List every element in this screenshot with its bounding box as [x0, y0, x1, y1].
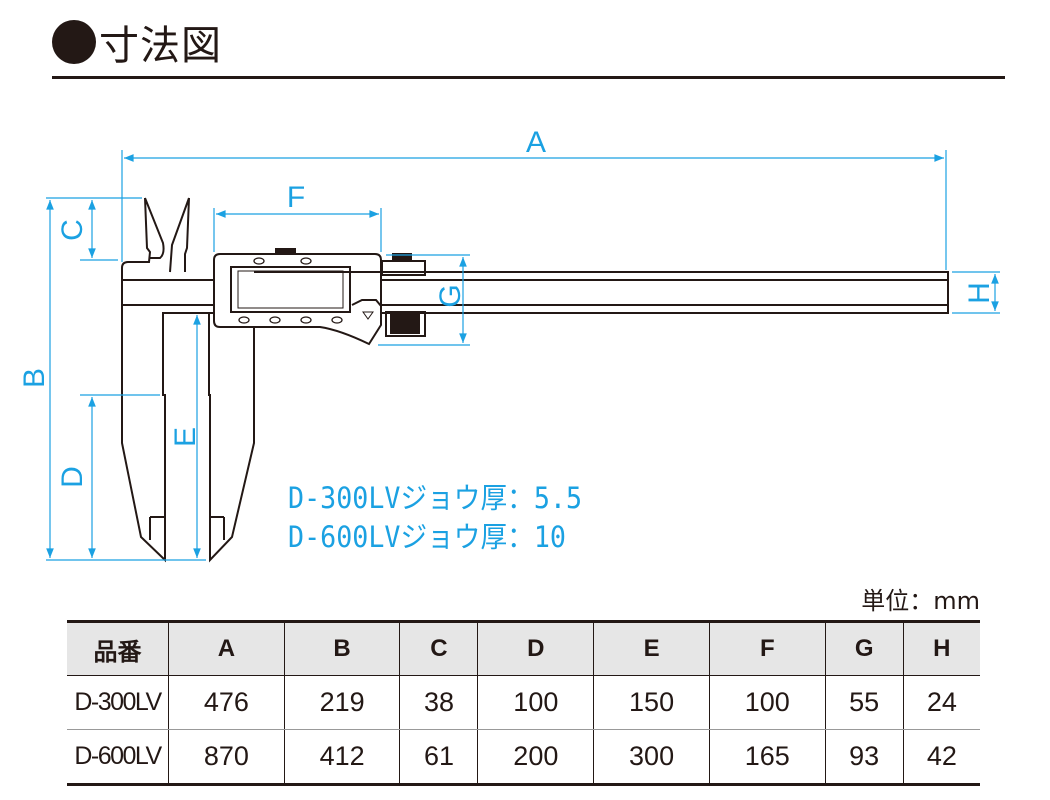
fixed-inner-jaw — [169, 197, 190, 273]
cell: 38 — [399, 675, 478, 730]
cell: 93 — [824, 729, 904, 785]
dim-label-h: H — [963, 282, 996, 304]
section-title: 寸法図 — [52, 14, 222, 70]
header-d: D — [477, 621, 594, 676]
cell-model: D-600LV — [74, 742, 162, 770]
table-header-row: 品番 A B C D E F G H — [67, 621, 980, 676]
dim-label-d: D — [56, 466, 89, 488]
dim-label-a: A — [526, 126, 546, 159]
section-title-text: 寸法図 — [99, 23, 222, 69]
header-b: B — [283, 621, 400, 676]
cell: 870 — [168, 729, 285, 785]
dimension-table: 品番 A B C D E F G H D-300LV 476 219 38 10… — [67, 620, 980, 786]
header-e: E — [593, 621, 710, 676]
dim-label-e: E — [169, 427, 202, 447]
movable-jaw — [208, 313, 255, 563]
cell: 100 — [708, 675, 826, 730]
cell: 150 — [593, 675, 710, 730]
cell-model: D-300LV — [67, 675, 169, 730]
caliper-beam — [122, 271, 949, 314]
cell: 300 — [593, 729, 710, 785]
zero-button-icon — [362, 311, 374, 320]
header-g: G — [824, 621, 904, 676]
dim-label-f: F — [287, 181, 305, 214]
dim-label-b: B — [18, 368, 51, 388]
cell: 476 — [168, 675, 285, 730]
cell: 42 — [902, 729, 980, 785]
thumb-roller — [390, 314, 420, 334]
table-row: D-600LV 870 412 61 200 300 165 93 42 — [67, 729, 980, 785]
cell: 219 — [283, 675, 400, 730]
title-underline — [52, 76, 1005, 79]
header-a: A — [168, 621, 285, 676]
dim-label-c: C — [56, 219, 89, 241]
fixed-jaw — [121, 197, 214, 563]
dim-label-g: G — [434, 284, 467, 307]
lcd-display — [230, 266, 351, 313]
header-model: 品番 — [67, 621, 169, 676]
bullet-circle-icon — [52, 20, 96, 64]
jaw-thickness-note-300: D-300LVジョウ厚：5.5 — [288, 481, 583, 515]
dimension-lines — [46, 150, 1000, 561]
cell: 100 — [477, 675, 594, 730]
cell: 55 — [824, 675, 904, 730]
cell: 61 — [399, 729, 478, 785]
cell: 412 — [283, 729, 400, 785]
cell: 200 — [477, 729, 594, 785]
header-h: H — [902, 621, 980, 676]
top-knob — [275, 248, 296, 255]
header-c: C — [399, 621, 478, 676]
header-f: F — [708, 621, 826, 676]
slider-body — [213, 253, 382, 346]
table-row: D-300LV 476 219 38 100 150 100 55 24 — [67, 675, 980, 730]
cell: 165 — [708, 729, 826, 785]
caliper-drawing — [121, 197, 949, 563]
cell: 24 — [902, 675, 980, 730]
jaw-thickness-note-600: D-600LVジョウ厚：10 — [288, 520, 566, 554]
unit-label: 単位：mm — [861, 587, 980, 615]
